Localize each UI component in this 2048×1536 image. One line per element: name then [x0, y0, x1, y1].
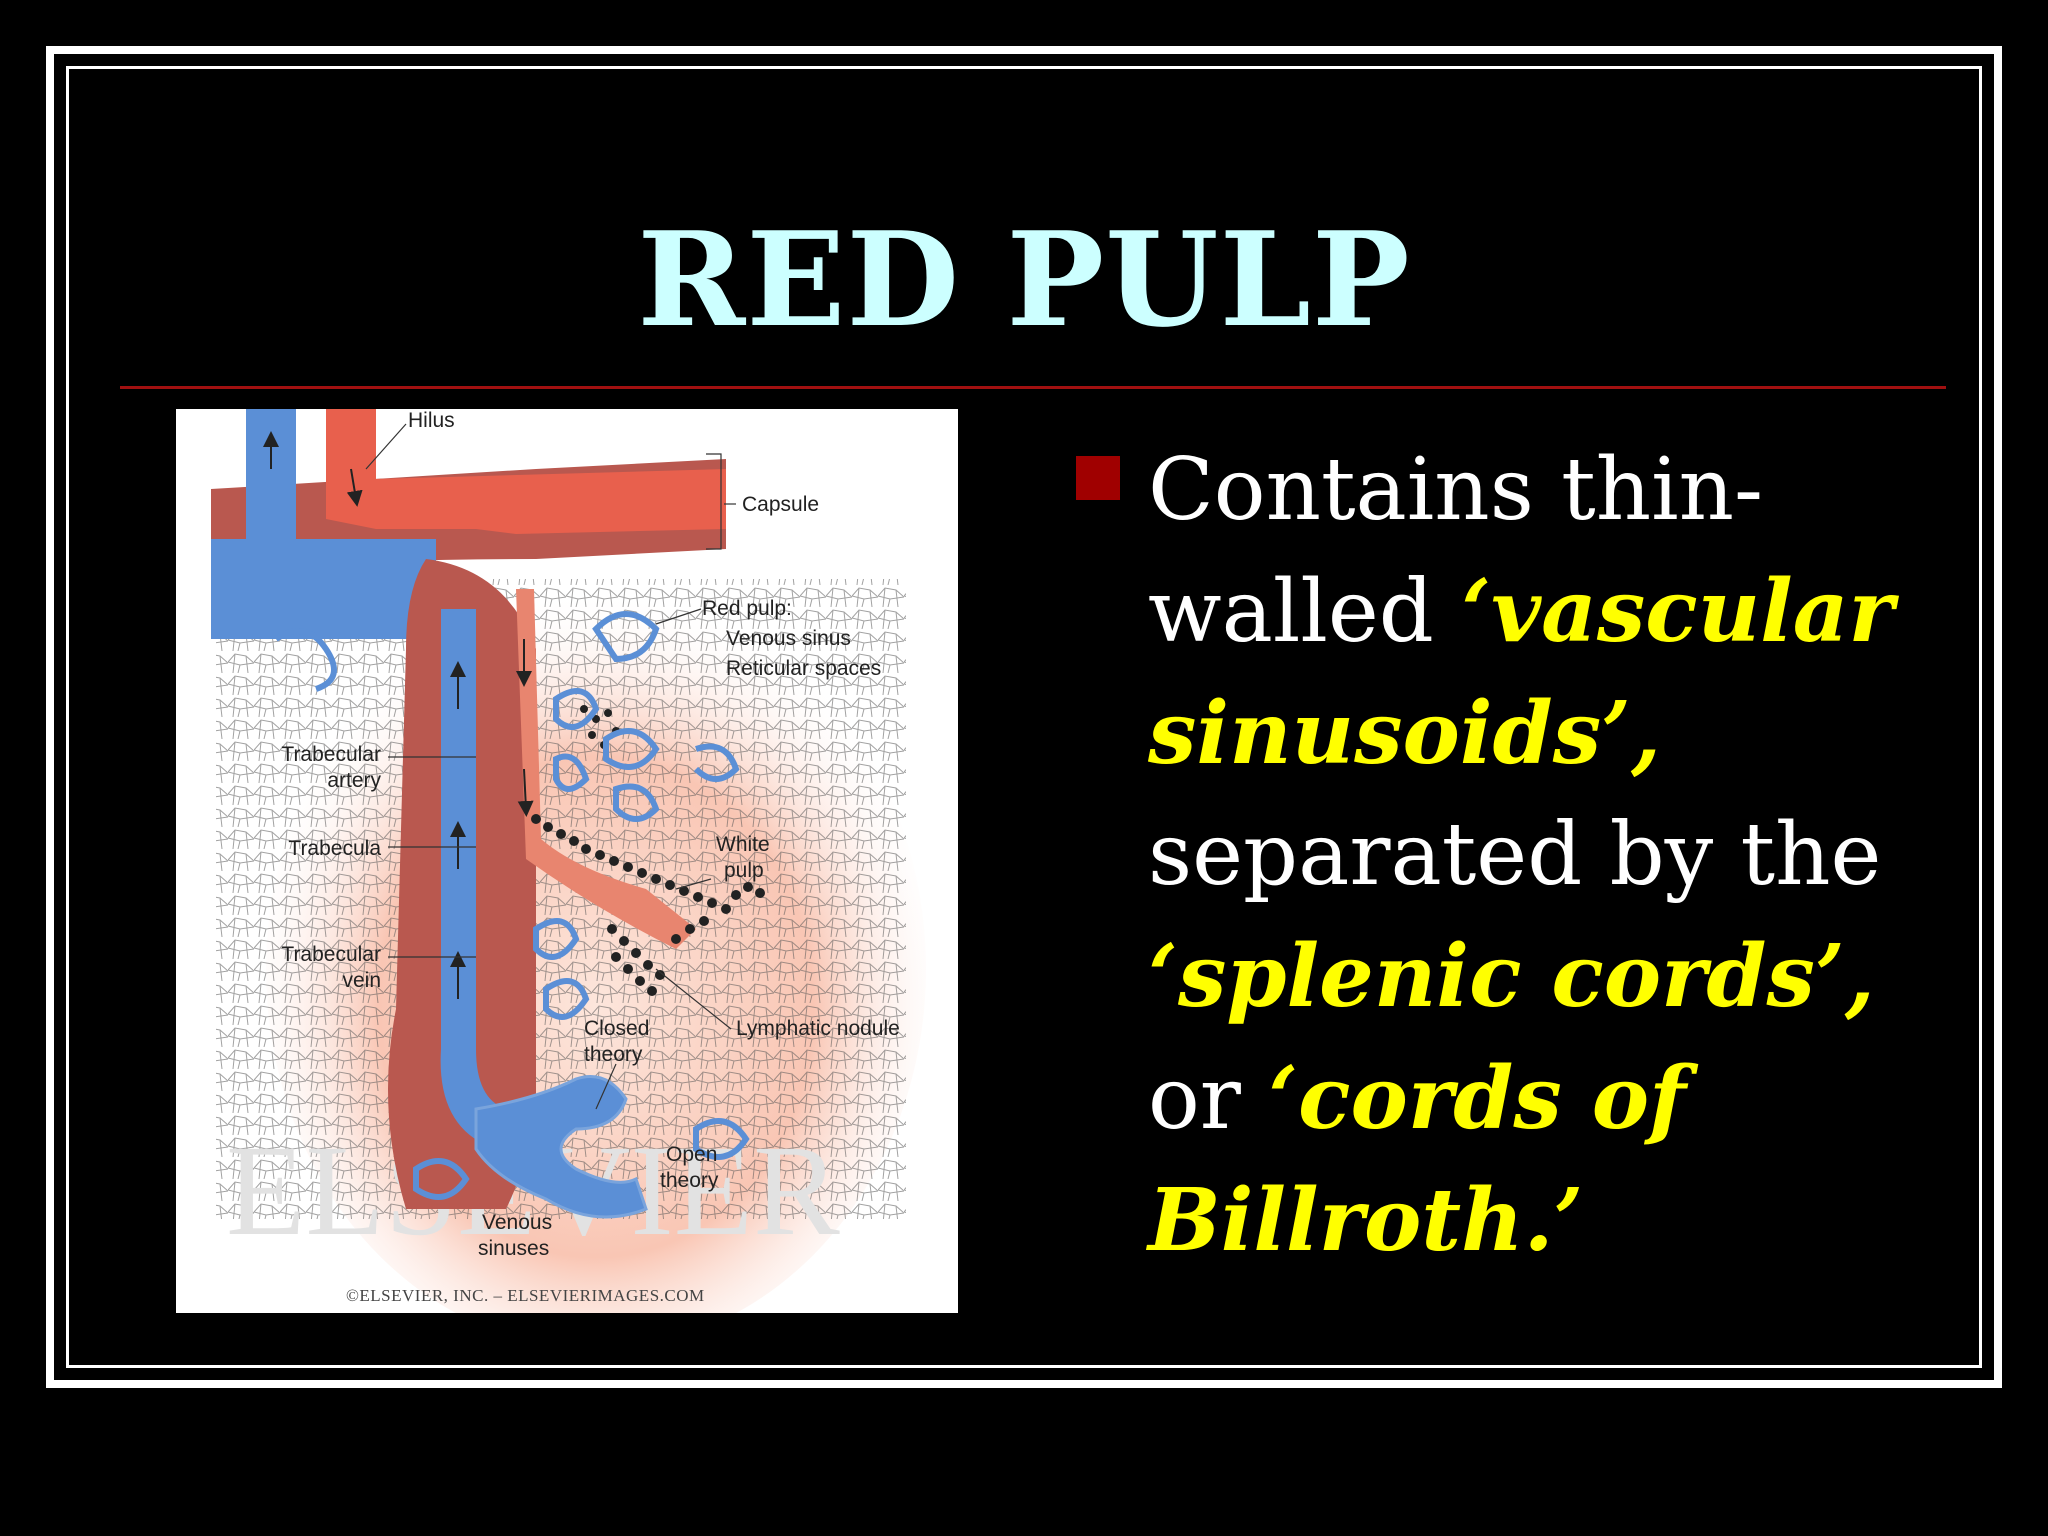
label-venous-sinuses-1: Venous [482, 1211, 552, 1234]
trabecular-vein [440, 609, 506, 1149]
venous-sinus-cluster [474, 1075, 648, 1219]
copyright-line: ©ELSEVIER, INC. – ELSEVIERIMAGES.COM [346, 1286, 705, 1305]
label-venous-sinus: Venous sinus [726, 627, 851, 650]
bullet-text-part-1: Contains thin-walled [1148, 440, 1764, 662]
slide-inner-frame [66, 66, 1982, 1368]
label-open-theory-1: Open [666, 1143, 717, 1166]
label-reticular-spaces: Reticular spaces [726, 657, 881, 680]
flow-arrows [263, 431, 534, 999]
highlight-splenic-cords: ‘splenic cords’, [1148, 926, 1875, 1027]
bullet-marker [1076, 456, 1120, 500]
bullet-text: Contains thin-walled ‘vascular sinusoids… [1148, 430, 1968, 1282]
label-open-theory-2: theory [660, 1169, 719, 1192]
hilus-vein-vertical [246, 409, 296, 539]
label-closed-theory-2: theory [584, 1043, 643, 1066]
label-trabecula: Trabecula [288, 837, 381, 860]
title-divider [120, 386, 1946, 389]
trabecular-artery [516, 589, 696, 949]
leader-lines [365, 423, 736, 1110]
spleen-diagram: ELSEVIER [176, 409, 958, 1313]
label-hilus: Hilus [408, 409, 455, 432]
label-trabecular-artery-1: Trabecular [281, 743, 381, 766]
slide-outer-frame [46, 46, 2002, 1388]
label-closed-theory-1: Closed [584, 1017, 649, 1040]
label-lymphatic-nodule: Lymphatic nodule [736, 1017, 900, 1040]
hilus-vein-horizontal [211, 539, 436, 639]
label-trabecular-vein-2: vein [342, 969, 381, 992]
label-capsule: Capsule [742, 493, 819, 516]
spleen-diagram-svg: ELSEVIER [211, 409, 926, 1313]
highlight-cords-of-billroth: ‘cords of Billroth.’ [1148, 1048, 1687, 1271]
hilus-artery [326, 409, 726, 534]
lymphatic-nodule-dots [531, 705, 765, 996]
highlight-vascular-sinusoids: ‘vascular sinusoids’, [1148, 561, 1894, 784]
label-red-pulp: Red pulp: [702, 597, 792, 620]
bullet-text-part-3: or [1148, 1049, 1269, 1149]
slide-title: RED PULP [637, 203, 1411, 356]
label-white-pulp-2: pulp [724, 859, 764, 882]
label-trabecular-vein-1: Trabecular [281, 943, 381, 966]
label-white-pulp-1: White [716, 833, 770, 856]
label-venous-sinuses-2: sinuses [478, 1237, 549, 1260]
bullet-text-part-2: separated by the [1148, 805, 1882, 905]
label-trabecular-artery-2: artery [327, 769, 381, 792]
venous-sinus-loops [274, 611, 750, 1200]
